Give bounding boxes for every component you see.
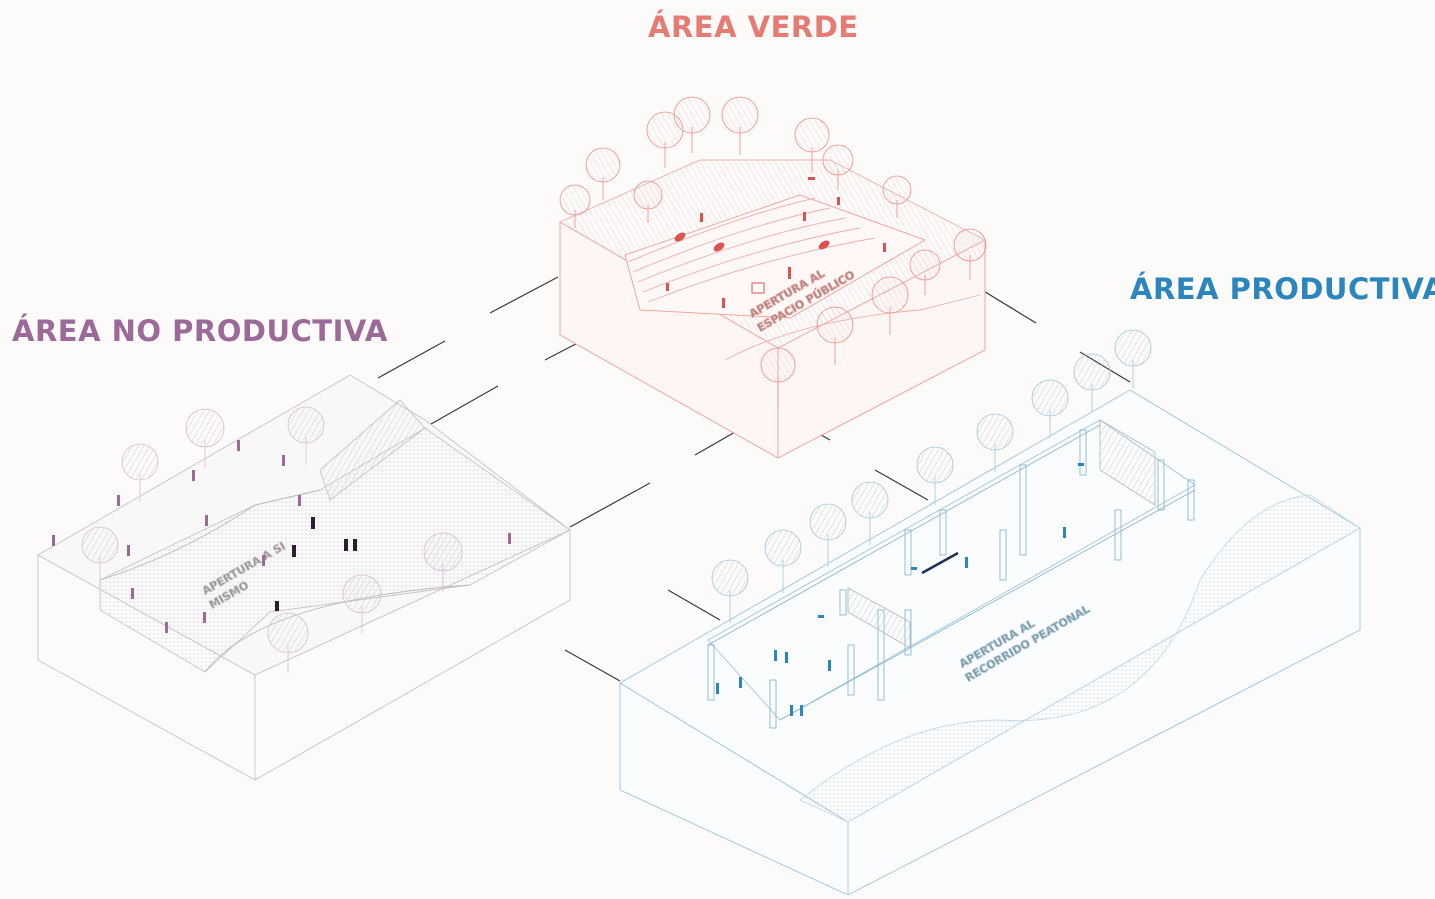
people-dark-no-productiva [275, 517, 357, 611]
trees-area-productiva [711, 329, 1152, 623]
title-area-verde: ÁREA VERDE [648, 10, 859, 44]
people-area-no-productiva [52, 440, 511, 633]
title-area-no-productiva: ÁREA NO PRODUCTIVA [12, 314, 388, 348]
people-area-productiva [716, 463, 1084, 716]
block-area-productiva: APERTURA AL RECORRIDO PEATONAL [619, 389, 1361, 896]
trees-area-verde [559, 96, 987, 405]
trees-area-no-productiva [81, 406, 463, 673]
block-area-verde: APERTURA AL ESPACIO PÚBLICO [559, 159, 986, 459]
title-area-productiva: ÁREA PRODUCTIVA [1130, 272, 1435, 306]
people-area-verde [666, 177, 886, 308]
block-area-no-productiva: APERTURA A SI MISMO [37, 374, 571, 781]
